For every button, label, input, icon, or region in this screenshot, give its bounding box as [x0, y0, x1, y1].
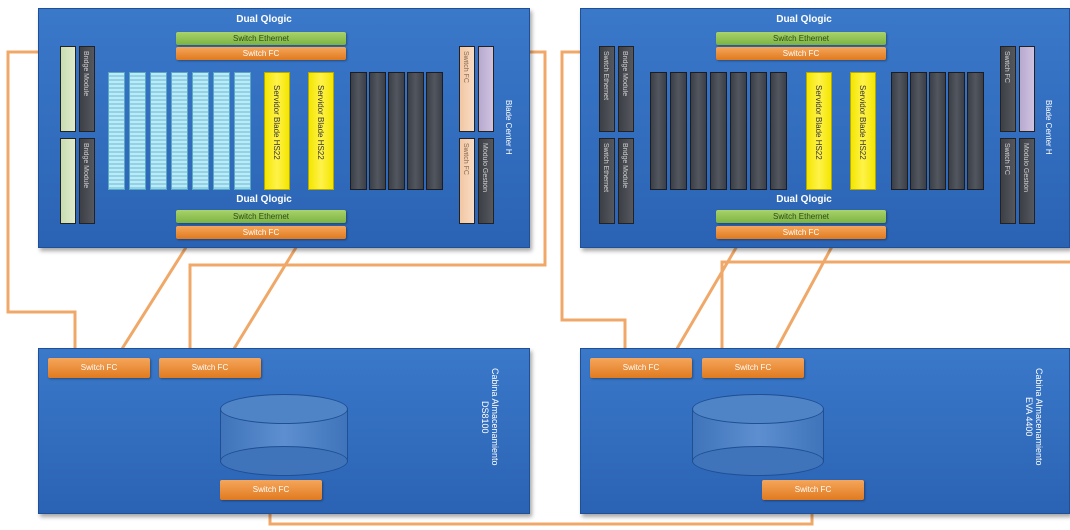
right-management-module: Módulo Gestión — [1019, 138, 1035, 224]
right-switch-ethernet-top: Switch Ethernet — [716, 32, 886, 45]
blade-slot — [670, 72, 687, 190]
cable — [230, 240, 302, 353]
left-switch-ethernet-top: Switch Ethernet — [176, 32, 346, 45]
right-storage-switch-fc-3: Switch FC — [762, 480, 864, 500]
right-switch-fc-top: Switch FC — [716, 47, 886, 60]
disk-cylinder-bottom — [220, 446, 348, 476]
right-switch-fc-bottom: Switch FC — [716, 226, 886, 239]
left-bridge-module: Bridge Module — [79, 138, 95, 224]
right-switch-ethernet-bottom: Switch Ethernet — [716, 210, 886, 223]
blade-slot — [407, 72, 424, 190]
left-storage-switch-fc-1: Switch FC — [48, 358, 150, 378]
left-storage-switch-fc-2: Switch FC — [159, 358, 261, 378]
left-server-blade-2: Servidor Blade HS22 — [308, 72, 334, 190]
blade-slot — [710, 72, 727, 190]
left-title-top: Dual Qlogic — [236, 14, 292, 25]
blade-slot — [750, 72, 767, 190]
blade-slot — [426, 72, 443, 190]
left-right-switch-fc-1: Switch FC — [459, 46, 475, 132]
blade-slot — [770, 72, 787, 190]
disk-cylinder-top — [692, 394, 824, 424]
blade-slot — [171, 72, 188, 190]
right-storage-switch-fc-1: Switch FC — [590, 358, 692, 378]
cable — [773, 240, 837, 353]
left-switch-fc-top: Switch FC — [176, 47, 346, 60]
right-right-switch-fc-1: Switch FC — [1000, 46, 1016, 132]
right-title-top: Dual Qlogic — [776, 14, 832, 25]
right-server-blade-2: Servidor Blade HS22 — [850, 72, 876, 190]
left-bridge-module: Bridge Module — [79, 46, 95, 132]
blade-slot — [192, 72, 209, 190]
right-title-bottom: Dual Qlogic — [776, 194, 832, 205]
left-title-bottom: Dual Qlogic — [236, 194, 292, 205]
blade-slot — [108, 72, 125, 190]
right-bridge-module-1: Bridge Module — [618, 46, 634, 132]
blade-slot — [730, 72, 747, 190]
blade-slot — [967, 72, 984, 190]
blade-slot — [910, 72, 927, 190]
blade-slot — [388, 72, 405, 190]
right-right-module — [1019, 46, 1035, 132]
blade-slot — [891, 72, 908, 190]
blade-slot — [929, 72, 946, 190]
blade-slot — [650, 72, 667, 190]
right-right-switch-fc-2: Switch FC — [1000, 138, 1016, 224]
right-storage-switch-fc-2: Switch FC — [702, 358, 804, 378]
cable — [720, 260, 1070, 355]
blade-slot — [129, 72, 146, 190]
left-server-blade-1: Servidor Blade HS22 — [264, 72, 290, 190]
blade-slot — [369, 72, 386, 190]
left-management-module: Módulo Gestión — [478, 138, 494, 224]
blade-slot — [213, 72, 230, 190]
right-bridge-module-2: Bridge Module — [618, 138, 634, 224]
cable — [673, 240, 742, 353]
right-switch-ethernet-module-2: Switch Ethernet — [599, 138, 615, 224]
right-chassis-label: Blade Center H — [1044, 100, 1053, 155]
disk-cylinder-top — [220, 394, 348, 424]
blade-slot — [150, 72, 167, 190]
left-switch-ethernet-bottom: Switch Ethernet — [176, 210, 346, 223]
left-right-switch-fc-2: Switch FC — [459, 138, 475, 224]
blade-slot — [234, 72, 251, 190]
blade-slot — [948, 72, 965, 190]
left-side-module — [60, 138, 76, 224]
left-storage-switch-fc-3: Switch FC — [220, 480, 322, 500]
left-switch-fc-bottom: Switch FC — [176, 226, 346, 239]
right-server-blade-1: Servidor Blade HS22 — [806, 72, 832, 190]
cable — [118, 240, 192, 353]
blade-slot — [350, 72, 367, 190]
left-chassis-label: Blade Center H — [504, 100, 513, 155]
blade-slot — [690, 72, 707, 190]
left-side-module — [60, 46, 76, 132]
disk-cylinder-bottom — [692, 446, 824, 476]
right-switch-ethernet-module-1: Switch Ethernet — [599, 46, 615, 132]
left-right-module — [478, 46, 494, 132]
